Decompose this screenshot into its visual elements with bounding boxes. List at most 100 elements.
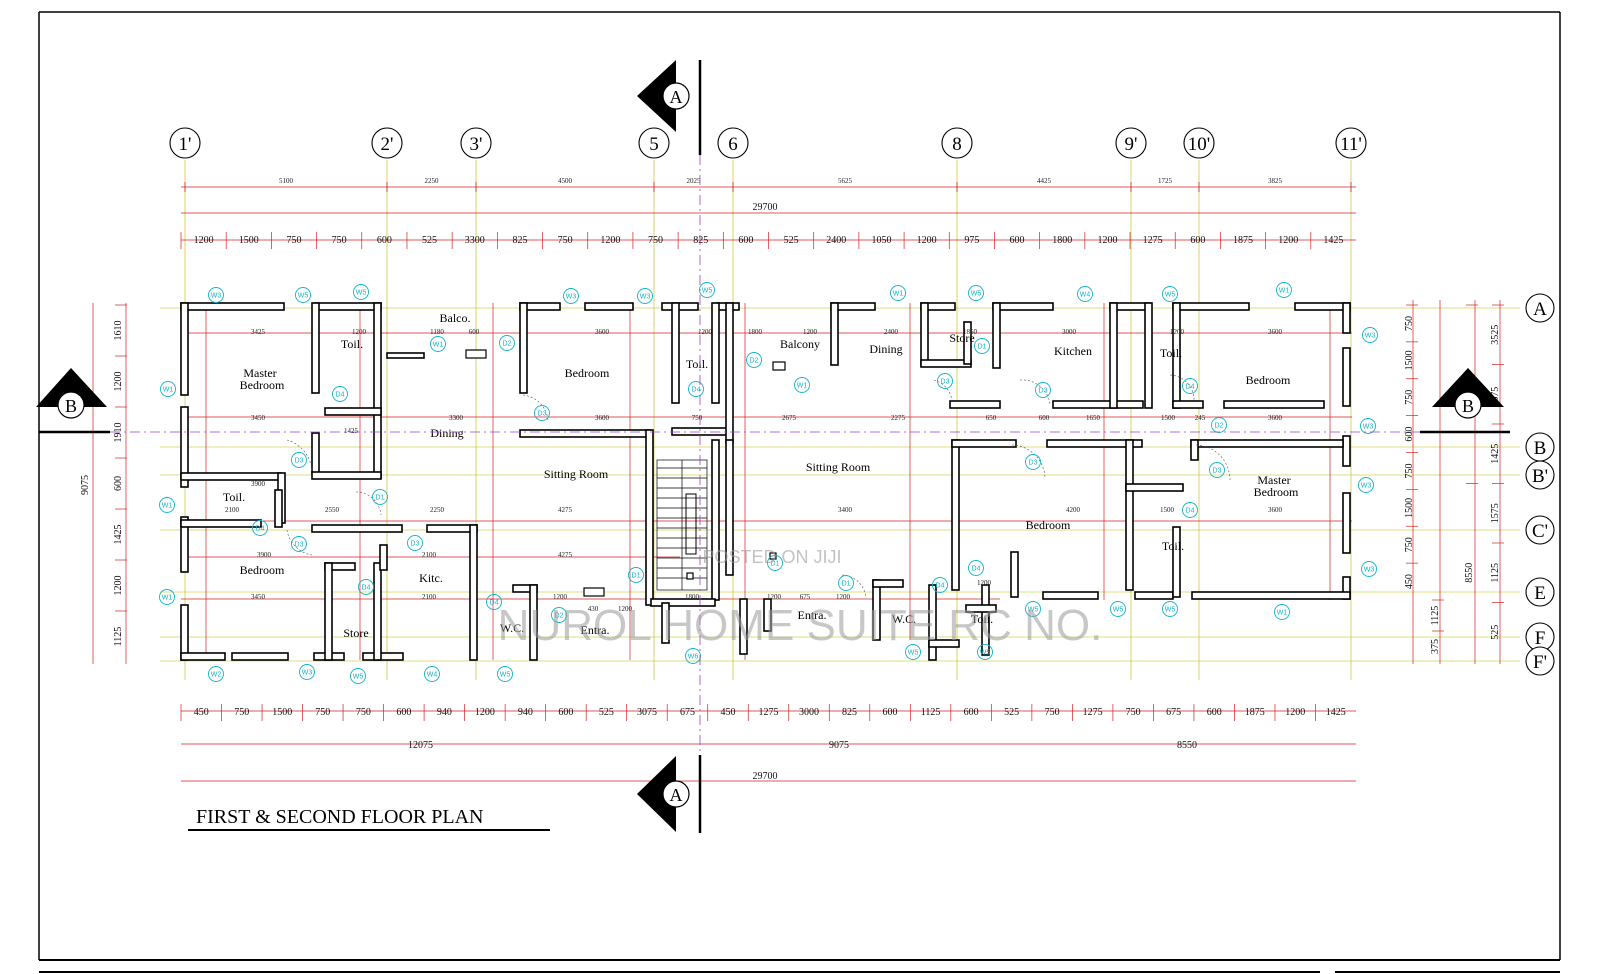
window-tag-circle (563, 288, 579, 304)
dimension-text: 825 (693, 235, 708, 246)
overall-dimension-bottom: 29700 (753, 771, 778, 782)
door-tag: D4 (336, 392, 345, 399)
window-tag-circle (160, 381, 176, 397)
grid-bubble-column (638, 127, 670, 159)
interior-dimension: 1200 (618, 605, 633, 613)
window-tag-circle (497, 666, 513, 682)
window-tag-circle (208, 666, 224, 682)
room-label: Toil. (1162, 539, 1184, 553)
dimension-text: 1200 (917, 235, 937, 246)
room-label: Bedroom (1254, 485, 1299, 499)
dimension-text: 1875 (1245, 707, 1265, 718)
door-tag: D2 (1215, 423, 1224, 430)
grid-label-column: 2' (381, 134, 394, 155)
window-tag: W1 (162, 595, 173, 602)
window-tag: W3 (1361, 483, 1372, 490)
window-tag: W4 (1080, 292, 1091, 299)
interior-dimension: 3600 (1268, 414, 1283, 422)
dimension-text: 1125 (1490, 563, 1501, 583)
interior-dimension: 2100 (225, 506, 240, 514)
window-tag: W5 (1165, 292, 1176, 299)
grid-bubble-column (1115, 127, 1147, 159)
dimension-column-right-outer: 74258550 (1464, 304, 1478, 583)
window-tag-circle (159, 497, 175, 513)
dimension-text: 600 (558, 707, 573, 718)
door-tag: D1 (842, 581, 851, 588)
sheet-border (38, 11, 1561, 973)
interior-dimension: 2400 (884, 328, 899, 336)
dimension-text: 1275 (1083, 707, 1103, 718)
dimension-text: 1875 (1233, 235, 1253, 246)
interior-dimension: 3000 (1062, 328, 1077, 336)
interior-dimension: 1200 (803, 328, 818, 336)
dimension-text: 675 (1166, 707, 1181, 718)
dimension-text: 1275 (759, 707, 779, 718)
room-label: Bedroom (565, 366, 610, 380)
dimension-text: 600 (964, 707, 979, 718)
dimension-text: 1910 (113, 423, 124, 443)
grid-label-column: 9' (1125, 134, 1138, 155)
window-tag: W5 (1028, 607, 1039, 614)
door-tag-circle (534, 405, 550, 421)
dimension-text: 2250 (425, 177, 440, 185)
interior-dimension: 2550 (325, 506, 340, 514)
grid-label-column: 3' (470, 134, 483, 155)
grid-bubbles-rows: ABB'C'EFF' (1525, 293, 1555, 676)
dimension-text: 750 (1045, 707, 1060, 718)
interior-dimension: 1200 (836, 593, 851, 601)
window-tag: W1 (163, 387, 174, 394)
door-tag: D1 (978, 344, 987, 351)
interior-dimension: 3600 (1268, 328, 1283, 336)
grid-label-column: 10' (1188, 134, 1210, 155)
dimension-text: 450 (194, 707, 209, 718)
room-label: Master (243, 366, 276, 380)
door-tag-circle (499, 335, 515, 351)
window-tag-circle (430, 336, 446, 352)
grid-bubble-row (1525, 515, 1555, 545)
window-tag: W2 (211, 672, 222, 679)
window-tag-circle (1110, 601, 1126, 617)
door-tag-circle (974, 338, 990, 354)
room-label: Sitting Room (544, 467, 609, 481)
room-label: W.C. (500, 621, 524, 635)
window-tag: W1 (1279, 288, 1290, 295)
watermark-small: POSTED ON JIJI (702, 547, 841, 567)
window-tag-circle (353, 284, 369, 300)
grid-label-column: 6 (728, 134, 738, 155)
grid-label-column: 5 (649, 134, 659, 155)
dimension-text: 750 (234, 707, 249, 718)
interior-dimension: 1200 (553, 593, 568, 601)
door-tag-circle (486, 594, 502, 610)
door-tag: D4 (490, 600, 499, 607)
door-tag-circle (291, 536, 307, 552)
room-label: W.C. (892, 612, 916, 626)
door-tag-circle (746, 352, 762, 368)
grid-bubble-column (941, 127, 973, 159)
section-marker-b-right: B (1420, 368, 1510, 434)
dimension-text: 1425 (113, 525, 124, 545)
door-tag: D2 (555, 613, 564, 620)
door-tag: D4 (692, 387, 701, 394)
door-tag-circle (937, 373, 953, 389)
door-tag: D3 (1039, 388, 1048, 395)
section-label-a-bottom: A (670, 785, 683, 805)
grid-bubble-row (1525, 646, 1555, 676)
interior-dimension: 2100 (422, 593, 437, 601)
dimension-text: 1500 (272, 707, 292, 718)
window-tag-circle (1274, 604, 1290, 620)
dimension-text: 8550 (1464, 563, 1475, 583)
grid-bubble-column (169, 127, 201, 159)
dimension-text: 1200 (600, 235, 620, 246)
window-tag-circle (968, 285, 984, 301)
window-tag: W5 (1113, 607, 1124, 614)
window-tag: W3 (1365, 333, 1376, 340)
dimension-text: 4500 (558, 177, 573, 185)
dimension-text: 600 (113, 476, 124, 491)
door-tag-circle (1182, 502, 1198, 518)
dimension-text: 940 (518, 707, 533, 718)
dimension-text: 750 (356, 707, 371, 718)
dimension-text: 4425 (1037, 177, 1052, 185)
window-tag-circle (890, 285, 906, 301)
